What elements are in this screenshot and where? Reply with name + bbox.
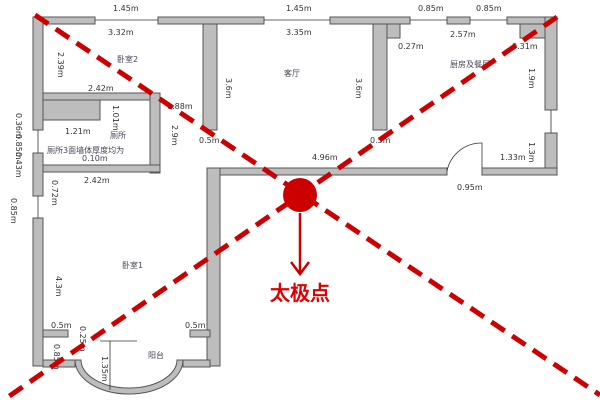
taiji-label: 太极点	[270, 281, 330, 305]
svg-text:0.36m: 0.36m	[14, 113, 23, 139]
svg-text:2.42m: 2.42m	[88, 84, 114, 93]
svg-text:卧室2: 卧室2	[117, 54, 138, 64]
room-labels: 卧室2 客厅 厨房及餐厅 厕所 厕所3面墙体厚度均为 0.10m 卧室1 阳台	[47, 54, 490, 360]
dimension-labels: 1.45m 1.45m 0.85m 0.85m 3.32m 3.35m 2.57…	[9, 4, 538, 382]
diagonal-line-1	[33, 12, 600, 398]
svg-text:4.3m: 4.3m	[54, 276, 63, 297]
diagonal-line-2	[6, 14, 559, 400]
svg-text:3.32m: 3.32m	[108, 28, 134, 37]
svg-text:1.3m: 1.3m	[527, 142, 536, 163]
svg-text:阳台: 阳台	[148, 350, 164, 360]
svg-text:客厅: 客厅	[284, 68, 300, 78]
svg-text:2.39m: 2.39m	[56, 52, 65, 78]
svg-text:2.57m: 2.57m	[450, 30, 476, 39]
svg-text:0.85m: 0.85m	[418, 4, 444, 13]
svg-text:1.45m: 1.45m	[113, 4, 139, 13]
taiji-point-marker	[283, 178, 317, 212]
svg-text:0.85m: 0.85m	[52, 344, 61, 370]
svg-text:3.6m: 3.6m	[354, 78, 363, 99]
arrow-down-icon	[290, 213, 310, 277]
svg-text:卧室1: 卧室1	[122, 260, 143, 270]
svg-text:0.72m: 0.72m	[50, 180, 59, 206]
svg-text:0.43m: 0.43m	[14, 152, 23, 178]
svg-text:1.9m: 1.9m	[527, 68, 536, 89]
svg-text:0.85m: 0.85m	[14, 134, 23, 160]
svg-text:0.31m: 0.31m	[512, 42, 538, 51]
svg-text:厕所3面墙体厚度均为: 厕所3面墙体厚度均为	[47, 145, 124, 155]
svg-text:厕所: 厕所	[110, 130, 126, 140]
svg-text:0.10m: 0.10m	[82, 154, 108, 163]
svg-text:0.5m: 0.5m	[185, 321, 206, 330]
svg-text:1.21m: 1.21m	[65, 127, 91, 136]
svg-text:0.85m: 0.85m	[476, 4, 502, 13]
svg-text:0.95m: 0.95m	[457, 183, 483, 192]
svg-text:3.6m: 3.6m	[224, 78, 233, 99]
svg-text:0.27m: 0.27m	[398, 42, 424, 51]
svg-text:1.45m: 1.45m	[286, 4, 312, 13]
svg-text:3.35m: 3.35m	[286, 28, 312, 37]
svg-text:0.25m: 0.25m	[78, 326, 87, 352]
svg-text:厨房及餐厅: 厨房及餐厅	[450, 59, 490, 69]
svg-text:0.5m: 0.5m	[51, 321, 72, 330]
svg-text:0.85m: 0.85m	[9, 198, 18, 224]
svg-text:2.42m: 2.42m	[84, 176, 110, 185]
svg-text:1.33m: 1.33m	[500, 153, 526, 162]
svg-text:1.01m: 1.01m	[111, 105, 120, 131]
svg-text:0.5m: 0.5m	[199, 136, 220, 145]
svg-text:1.35m: 1.35m	[100, 356, 109, 382]
svg-text:4.96m: 4.96m	[312, 153, 338, 162]
svg-text:0.88m: 0.88m	[167, 102, 193, 111]
taiji-overlay: 太极点	[6, 12, 600, 400]
svg-text:2.9m: 2.9m	[170, 125, 179, 146]
